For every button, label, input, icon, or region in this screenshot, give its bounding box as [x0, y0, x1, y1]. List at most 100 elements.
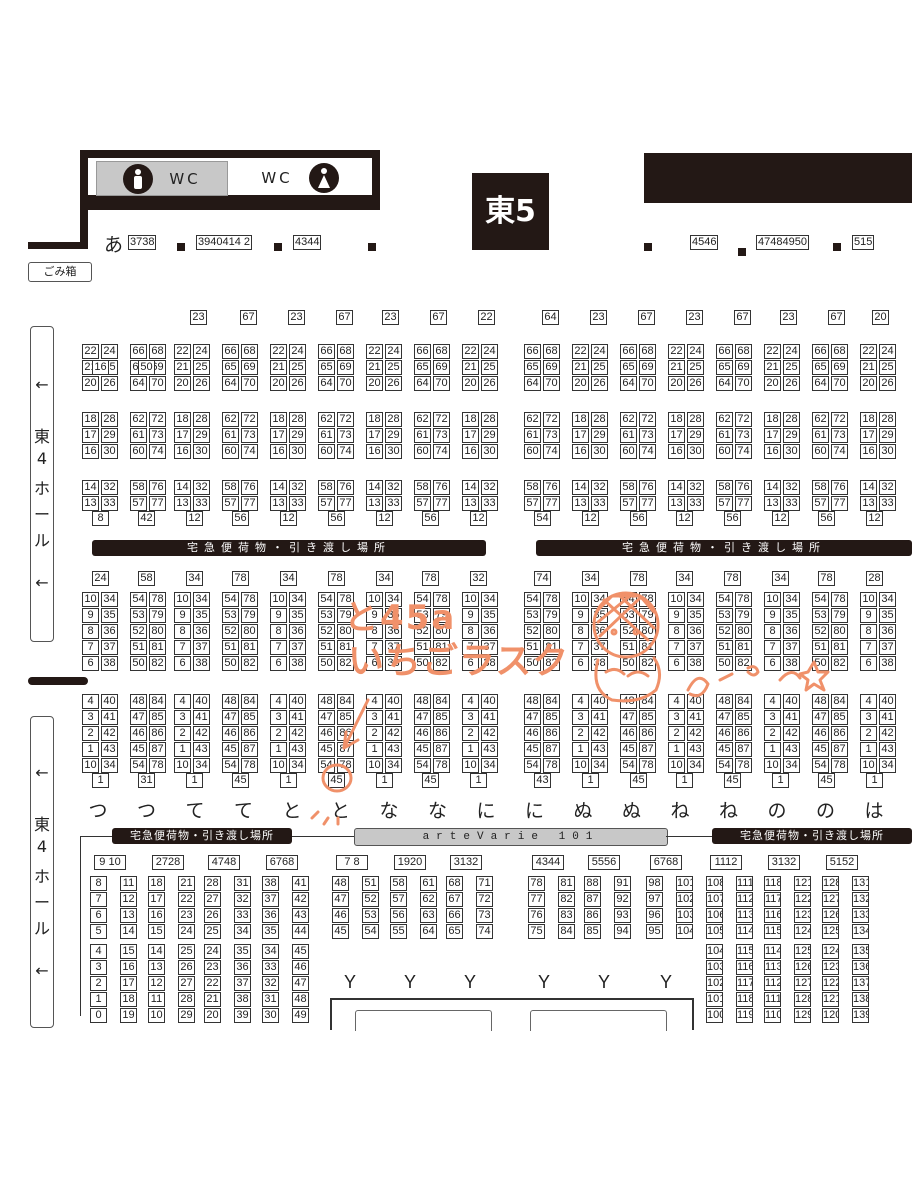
space-cell: 8	[90, 876, 107, 891]
space-cell: 69	[433, 360, 450, 375]
space-cell: 21	[764, 360, 781, 375]
space-cell: 37	[289, 640, 306, 655]
space-cell: 20	[764, 376, 781, 391]
space-cell: 2	[764, 726, 781, 741]
side-label-char: ル	[33, 919, 50, 938]
space-cell: 34	[687, 592, 704, 607]
side-label-char: ー	[33, 893, 50, 912]
space-top-number: 34	[280, 571, 297, 586]
space-top-number: 23	[288, 310, 305, 325]
space-cell: 45	[812, 742, 829, 757]
space-top-number: 7 8	[336, 855, 368, 870]
space-cell: 47	[292, 976, 309, 991]
space-cell: 57	[130, 496, 147, 511]
space-cell: 21	[270, 360, 287, 375]
space-cell: 35	[289, 608, 306, 623]
space-top-number: 64	[542, 310, 559, 325]
space-cell: 32	[591, 480, 608, 495]
row-label-y: Y	[464, 972, 477, 992]
space-cell: 70	[241, 376, 258, 391]
space-cell: 76	[241, 480, 258, 495]
space-cell: 87	[241, 742, 258, 757]
space-cell: 18	[148, 876, 165, 891]
space-cell: 104	[706, 944, 723, 959]
space-cell: 57	[318, 496, 335, 511]
space-cell: 53	[130, 608, 147, 623]
space-cell: 8	[764, 624, 781, 639]
space-cell: 16	[764, 444, 781, 459]
space-cell: 1	[668, 742, 685, 757]
space-cell: 18	[764, 412, 781, 427]
wall	[80, 150, 380, 158]
space-cell: 18	[82, 412, 99, 427]
space-cell: 82	[433, 656, 450, 671]
space-cell: 76	[433, 480, 450, 495]
space-cell: 16	[572, 444, 589, 459]
space-cell: 125	[822, 924, 839, 939]
space-cell: 10	[764, 592, 781, 607]
space-cell: 54	[222, 592, 239, 607]
space-cell: 18	[462, 412, 479, 427]
space-cell: 66	[414, 344, 431, 359]
space-cell: 43	[385, 742, 402, 757]
space-cell: 66	[620, 344, 637, 359]
space-cell: 14	[668, 480, 685, 495]
space-cell: 13	[120, 908, 137, 923]
space-cell: 64	[620, 376, 637, 391]
space-cell: 80	[543, 624, 560, 639]
space-bottom-number: 12	[470, 511, 487, 526]
row-label: ね	[718, 800, 738, 822]
space-cell: 41	[783, 710, 800, 725]
space-cell: 110	[764, 1008, 781, 1023]
space-cell: 7	[270, 640, 287, 655]
space-bottom-number: 1	[866, 773, 883, 788]
space-cell: 30	[262, 1008, 279, 1023]
space-cell: 19	[120, 1008, 137, 1023]
space-cell: 66	[130, 344, 147, 359]
space-cell: 43	[481, 742, 498, 757]
space-bottom-number: 12	[676, 511, 693, 526]
space-cell: 21	[572, 360, 589, 375]
space-cell: 12	[120, 892, 137, 907]
space-cell: 2	[366, 726, 383, 741]
space-cell: 79	[735, 608, 752, 623]
space-cell: 7	[860, 640, 877, 655]
space-top-number: 6768	[266, 855, 298, 870]
space-cell: 36	[481, 624, 498, 639]
space-cell: 74	[639, 444, 656, 459]
space-cell: 58	[222, 480, 239, 495]
space-cell: 33	[879, 496, 896, 511]
space-cell: 68	[433, 344, 450, 359]
space-cell: 69	[639, 360, 656, 375]
space-cell: 4	[764, 694, 781, 709]
space-cell: 16	[366, 444, 383, 459]
space-cell: 64	[420, 924, 437, 939]
space-cell: 10	[462, 592, 479, 607]
space-cell: 37	[879, 640, 896, 655]
space-cell: 78	[543, 758, 560, 773]
space-cell: 136	[852, 960, 869, 975]
space-cell: 76	[149, 480, 166, 495]
space-cell: 12	[148, 976, 165, 991]
space-cell: 111	[764, 992, 781, 1007]
space-cell: 68	[149, 344, 166, 359]
space-cell: 48	[716, 694, 733, 709]
space-cell: 121	[794, 876, 811, 891]
space-cell: 8	[860, 624, 877, 639]
space-cell: 78	[149, 592, 166, 607]
delivery-banner: 宅急便荷物・引き渡し場所	[536, 540, 912, 556]
space-cell: 24	[481, 344, 498, 359]
space-cell: 114	[736, 924, 753, 939]
space-cell: 69	[241, 360, 258, 375]
space-cell: 60	[716, 444, 733, 459]
space-cell: 46	[716, 726, 733, 741]
space-cell: 53	[318, 608, 335, 623]
space-cell: 17	[572, 428, 589, 443]
space-cell: 24	[385, 344, 402, 359]
space-cell: 35	[262, 924, 279, 939]
space-cell: 58	[130, 480, 147, 495]
space-cell: 32	[687, 480, 704, 495]
space-cell: 46	[222, 726, 239, 741]
space-top-number: 6768	[650, 855, 682, 870]
space-cell: 13	[572, 496, 589, 511]
